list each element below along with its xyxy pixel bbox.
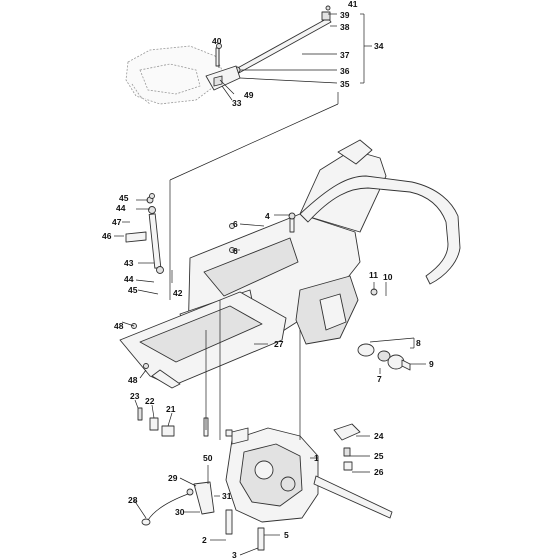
callout-30: 30: [175, 507, 185, 517]
callout-47: 47: [112, 217, 122, 227]
transmission: [225, 427, 393, 523]
callout-34: 34: [374, 41, 384, 51]
callout-48-upper: 48: [114, 321, 124, 331]
callout-45-top: 45: [119, 193, 129, 203]
lever-linkage: [125, 196, 164, 274]
callout-39: 39: [340, 10, 350, 20]
callout-27: 27: [274, 339, 284, 349]
leader-lines: [114, 13, 426, 556]
callout-23: 23: [130, 391, 140, 401]
callout-29: 29: [168, 473, 178, 483]
callout-24: 24: [374, 431, 384, 441]
engine-outline: [125, 45, 223, 105]
callout-2: 2: [202, 535, 207, 545]
callout-49: 49: [244, 90, 254, 100]
hub-parts: [357, 288, 411, 371]
callout-35: 35: [340, 79, 350, 89]
callout-50: 50: [203, 453, 213, 463]
callout-9: 9: [429, 359, 434, 369]
callout-43: 43: [124, 258, 134, 268]
callout-37: 37: [340, 50, 350, 60]
callout-41: 41: [348, 0, 358, 9]
footplate: [119, 291, 287, 389]
callout-45-mid: 45: [128, 285, 138, 295]
callout-44-mid: 44: [124, 274, 134, 284]
callout-33: 33: [232, 98, 242, 108]
callout-1: 1: [314, 453, 319, 463]
callout-44-top: 44: [116, 203, 126, 213]
callout-40: 40: [212, 36, 222, 46]
callout-labels: 41 39 38 34 37 36 35 40 49 33 45 44 47 4…: [102, 0, 434, 560]
callout-22: 22: [145, 396, 155, 406]
callout-25: 25: [374, 451, 384, 461]
callout-7: 7: [377, 374, 382, 384]
shift-rod: [205, 11, 332, 91]
callout-21: 21: [166, 404, 176, 414]
callout-36: 36: [340, 66, 350, 76]
callout-11: 11: [369, 270, 378, 280]
callout-8: 8: [416, 338, 421, 348]
callout-28: 28: [128, 495, 138, 505]
callout-10: 10: [383, 272, 393, 282]
callout-48-lower: 48: [128, 375, 138, 385]
handle-tube: [299, 175, 461, 285]
callout-4: 4: [265, 211, 270, 221]
callout-6-upper: 6: [233, 219, 238, 229]
callout-6-lower: 6: [233, 246, 238, 256]
callout-42: 42: [173, 288, 183, 298]
callout-3: 3: [232, 550, 237, 560]
callout-31: 31: [222, 491, 232, 501]
callout-5: 5: [284, 530, 289, 540]
callout-38: 38: [340, 22, 350, 32]
callout-26: 26: [374, 467, 384, 477]
callout-46: 46: [102, 231, 112, 241]
